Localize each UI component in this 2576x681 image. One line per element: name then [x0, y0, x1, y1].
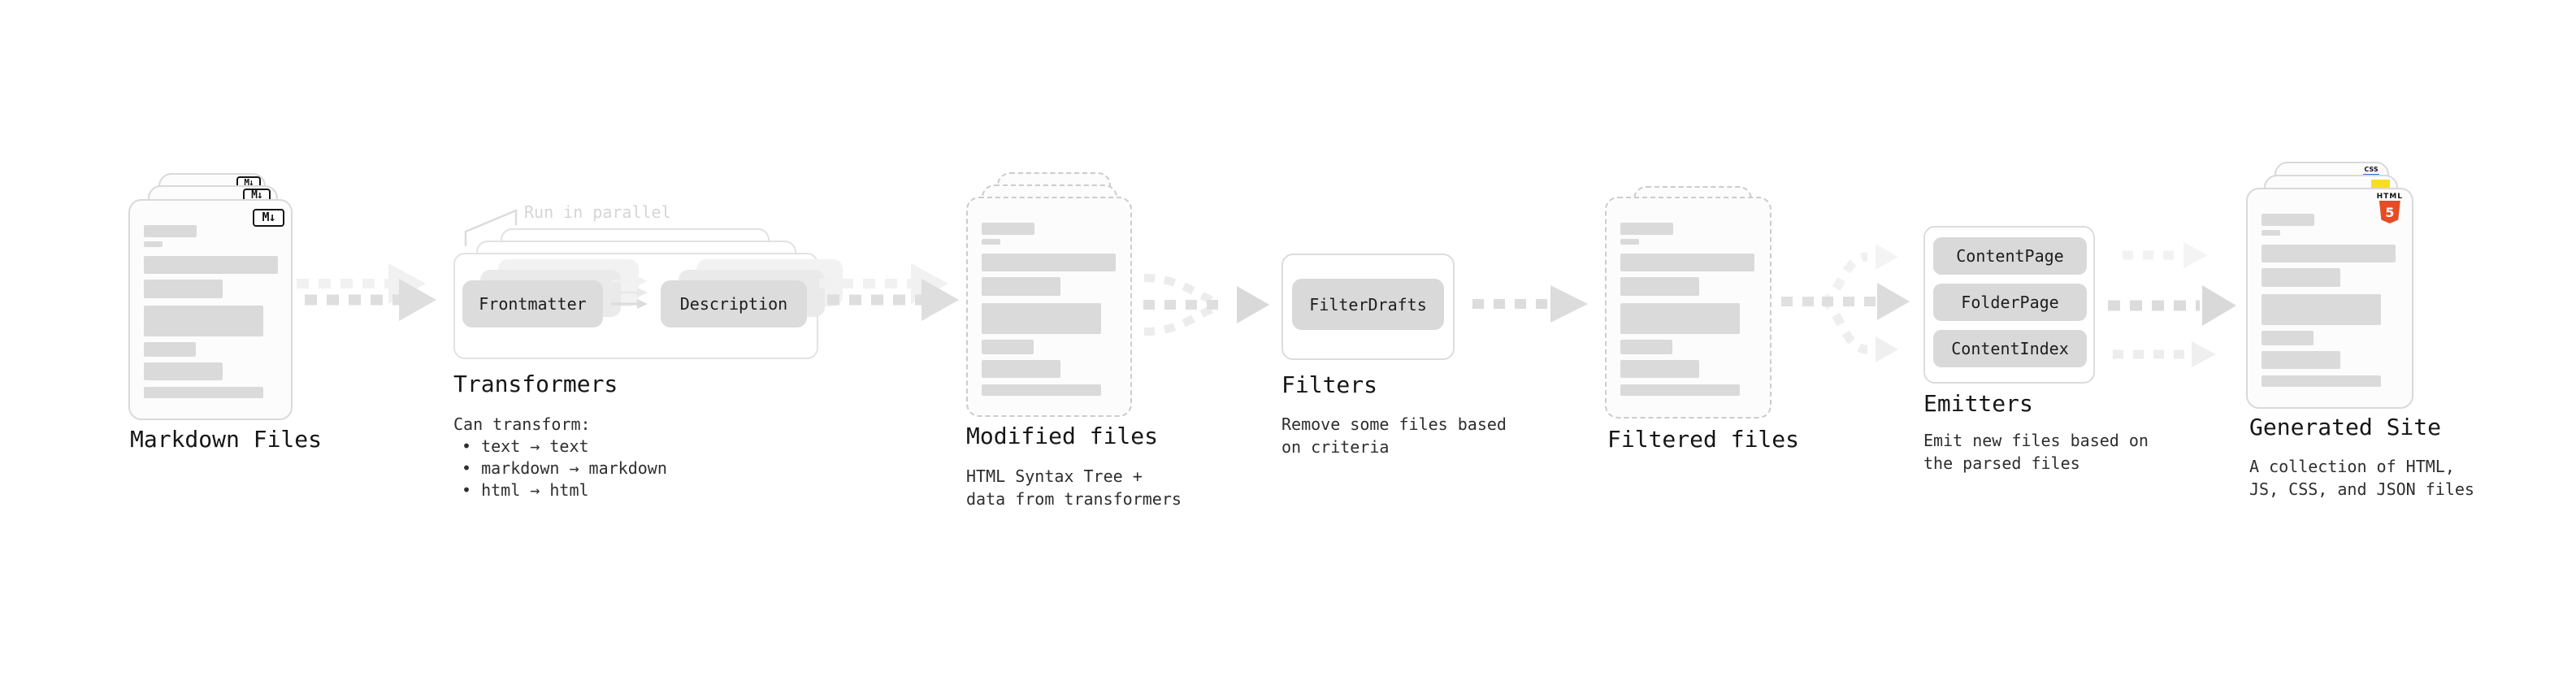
document-content-placeholder [1607, 198, 1770, 417]
emitters-desc: Emit new files based on [1923, 431, 2149, 450]
stage-title-transformers: Transformers [453, 371, 618, 397]
stage-title-markdown-files: Markdown Files [130, 426, 323, 453]
html5-shield: 5 [2379, 201, 2400, 223]
arrow-modified-to-filters [1143, 274, 1269, 336]
filters-desc: Remove some files based [1281, 414, 1507, 434]
arrow-filtered-to-emitters [1781, 244, 1910, 362]
filters-desc: on criteria [1281, 437, 1390, 457]
arrow-emitters-to-generated [2108, 242, 2236, 367]
modified-desc: data from transformers [966, 489, 1182, 509]
stage-title-emitters: Emitters [1923, 390, 2033, 417]
run-in-parallel-connector [464, 209, 518, 246]
stage-title-modified-files: Modified files [966, 423, 1159, 449]
js-icon [2371, 180, 2390, 189]
transformer-node-frontmatter: Frontmatter [462, 280, 603, 327]
document-content-placeholder [968, 198, 1130, 415]
arrow-filters-to-filtered [1472, 285, 1588, 323]
arrow-transformers-to-modified [819, 263, 959, 321]
transformers-desc-intro: Can transform: [453, 414, 591, 434]
transformers-bullet: • markdown → markdown [462, 458, 667, 478]
run-in-parallel-label: Run in parallel [524, 202, 671, 222]
arrow-markdown-to-transformers [297, 263, 436, 321]
stage-title-generated-site: Generated Site [2249, 414, 2442, 440]
emitter-node-contentindex: ContentIndex [1933, 330, 2087, 367]
transformers-bullet: • html → html [462, 480, 589, 500]
transformer-node-description: Description [661, 280, 807, 327]
document-card-front: HTML 5 [2246, 188, 2413, 409]
emitter-node-folderpage: FolderPage [1933, 284, 2087, 321]
filter-node-filterdrafts: FilterDrafts [1292, 279, 1444, 330]
html5-label: HTML [2376, 193, 2403, 201]
css-label: CSS [2364, 166, 2379, 173]
document-content-placeholder [130, 201, 291, 419]
transformers-bullet: • text → text [462, 436, 589, 456]
stage-title-filters: Filters [1281, 371, 1378, 398]
markdown-icon: M↓ [253, 209, 284, 227]
generated-desc: A collection of HTML, [2249, 457, 2455, 476]
emitters-desc: the parsed files [1923, 453, 2080, 473]
emitter-node-contentpage: ContentPage [1933, 237, 2087, 275]
document-card-front: M↓ [128, 199, 293, 420]
document-content-placeholder [2248, 189, 2412, 407]
stage-title-filtered-files: Filtered files [1607, 426, 1800, 453]
generated-desc: JS, CSS, and JSON files [2249, 479, 2474, 499]
document-card-front [1605, 197, 1772, 419]
html5-icon: HTML 5 [2377, 193, 2403, 223]
parallel-arrows-icon [611, 276, 648, 309]
document-card-front [966, 197, 1132, 417]
modified-desc: HTML Syntax Tree + [966, 466, 1143, 486]
